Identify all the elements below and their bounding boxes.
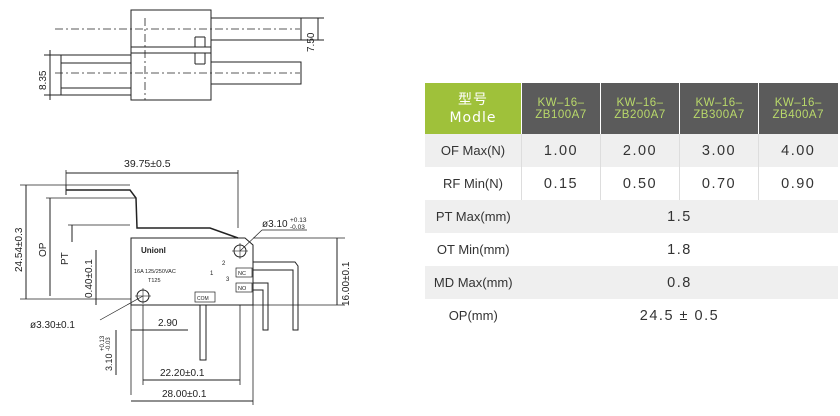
table-cell: 1.8	[521, 233, 838, 266]
table-row: RF Min(N) 0.15 0.50 0.70 0.90	[425, 167, 838, 200]
table-row: MD Max(mm) 0.8	[425, 266, 838, 299]
table-cell: 3.00	[679, 134, 759, 167]
model-1-line2: ZB100A7	[535, 108, 587, 121]
table-cell: 4.00	[758, 134, 838, 167]
dim-3-10-tol-plus: +0.13	[100, 335, 106, 351]
dim-op: OP	[38, 242, 49, 257]
table-cell: 1.00	[521, 134, 601, 167]
table-cell: 2.00	[600, 134, 680, 167]
dim-hole-right-tol-minus: -0.03	[290, 224, 305, 231]
row-label: PT Max(mm)	[425, 200, 522, 233]
model-header: 型号 Modle	[425, 83, 522, 134]
pin-2-label: 2	[222, 261, 226, 267]
model-4-line2: ZB400A7	[772, 108, 824, 121]
brand-label: Unionl	[141, 246, 166, 255]
spec-table: 型号 Modle KW–16–ZB100A7 KW–16–ZB200A7 KW–…	[425, 83, 838, 332]
model-3-line1: KW–16–	[695, 96, 743, 109]
row-label: OT Min(mm)	[425, 233, 522, 266]
row-label: OF Max(N)	[425, 134, 522, 167]
table-cell: 0.70	[679, 167, 759, 200]
table-cell: 0.8	[521, 266, 838, 299]
table-row: PT Max(mm) 1.5	[425, 200, 838, 233]
table-cell: 0.90	[758, 167, 838, 200]
dim-22-20: 22.20±0.1	[160, 368, 205, 379]
top-view	[44, 9, 324, 101]
model-header-cn: 型号	[458, 91, 488, 108]
model-header-en: Modle	[449, 109, 497, 126]
dim-hole-right: ø3.10	[262, 219, 288, 230]
model-4-line1: KW–16–	[774, 96, 822, 109]
table-cell: 24.5 ± 0.5	[521, 299, 838, 332]
dim-39-75: 39.75±0.5	[124, 158, 171, 170]
dim-3-10-small: 3.10	[104, 353, 114, 371]
com-label: COM	[197, 296, 209, 302]
table-cell: 1.5	[521, 200, 838, 233]
table-cell: 0.15	[521, 167, 601, 200]
table-row: OT Min(mm) 1.8	[425, 233, 838, 266]
dim-hole-left: ø3.30±0.1	[30, 320, 75, 331]
model-1-line1: KW–16–	[537, 96, 585, 109]
row-label: OP(mm)	[425, 299, 522, 332]
dim-8-35: 8.35	[38, 70, 49, 90]
dim-0-40: 0.40±0.1	[84, 259, 95, 298]
pin-3-label: 3	[226, 277, 230, 283]
model-col-4: KW–16–ZB400A7	[758, 83, 838, 134]
pin-1-label: 1	[210, 271, 214, 277]
dim-7-50: 7.50	[306, 32, 317, 52]
dim-pt: PT	[60, 252, 71, 265]
row-label: RF Min(N)	[425, 167, 522, 200]
table-cell: 0.50	[600, 167, 680, 200]
dim-3-10-tol-minus: -0.03	[106, 337, 112, 351]
dim-28-00: 28.00±0.1	[162, 389, 207, 400]
table-row: OF Max(N) 1.00 2.00 3.00 4.00	[425, 134, 838, 167]
nc-label: NC	[238, 271, 246, 277]
model-col-2: KW–16–ZB200A7	[600, 83, 680, 134]
dim-16-00: 16.00±0.1	[341, 261, 352, 306]
dim-hole-right-tol-plus: +0.13	[290, 217, 307, 224]
model-2-line2: ZB200A7	[614, 108, 666, 121]
rating-label: 16A 125/250VAC	[134, 269, 176, 275]
dim-2-90: 2.90	[158, 318, 178, 329]
model-col-1: KW–16–ZB100A7	[521, 83, 601, 134]
technical-drawing: 7.50 8.35 39.75±0.5 24.54±0.3 OP PT 0.40…	[14, 9, 352, 405]
no-label: NO	[238, 286, 247, 292]
temp-label: T125	[148, 278, 161, 284]
front-view	[20, 170, 345, 405]
model-3-line2: ZB300A7	[693, 108, 745, 121]
table-header-row: 型号 Modle KW–16–ZB100A7 KW–16–ZB200A7 KW–…	[425, 83, 838, 134]
model-2-line1: KW–16–	[616, 96, 664, 109]
table-row: OP(mm) 24.5 ± 0.5	[425, 299, 838, 332]
dim-24-54: 24.54±0.3	[14, 227, 25, 272]
model-col-3: KW–16–ZB300A7	[679, 83, 759, 134]
row-label: MD Max(mm)	[425, 266, 522, 299]
